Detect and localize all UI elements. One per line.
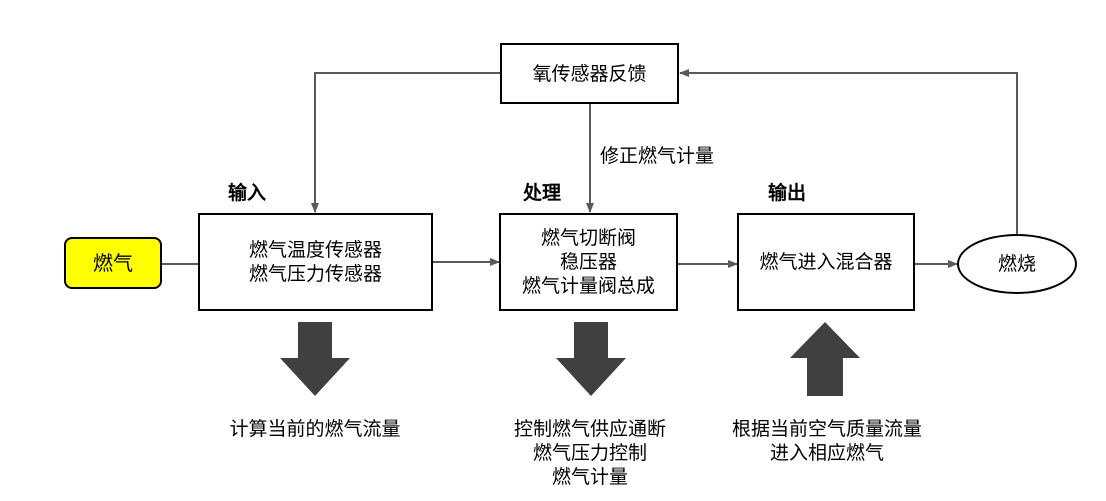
note-output-line-2: 进入相应燃气	[769, 442, 884, 464]
stage-title-output: 输出	[768, 182, 807, 204]
big-arrow-down-process	[556, 322, 626, 396]
input-sensors-box: 燃气温度传感器 燃气压力传感器	[198, 213, 433, 311]
gas-source-box: 燃气	[64, 237, 162, 289]
process-line-shutoff-valve: 燃气切断阀	[540, 227, 636, 249]
note-input: 计算当前的燃气流量	[205, 417, 425, 441]
note-process-line-2: 燃气压力控制	[532, 442, 647, 464]
input-line-temperature-sensor: 燃气温度传感器	[248, 239, 382, 261]
combustion-label: 燃烧	[997, 253, 1036, 275]
note-output: 根据当前空气质量流量 进入相应燃气	[712, 417, 942, 465]
output-mixer-box: 燃气进入混合器	[737, 213, 915, 311]
oxygen-sensor-feedback-box: 氧传感器反馈	[500, 43, 679, 104]
arrow-feedback-to-input	[311, 72, 500, 213]
note-input-line-1: 计算当前的燃气流量	[229, 418, 401, 440]
note-output-line-1: 根据当前空气质量流量	[731, 418, 922, 440]
note-process: 控制燃气供应通断 燃气压力控制 燃气计量	[495, 417, 685, 489]
stage-title-process: 处理	[523, 182, 562, 204]
feedback-label: 氧传感器反馈	[532, 62, 647, 85]
output-label: 燃气进入混合器	[759, 251, 893, 273]
arrow-combustion-to-feedback	[679, 69, 1018, 234]
correction-label: 修正燃气计量	[600, 145, 715, 167]
stage-title-input: 输入	[228, 182, 267, 204]
note-process-line-3: 燃气计量	[551, 466, 628, 488]
process-line-metering-valve: 燃气计量阀总成	[521, 275, 655, 297]
process-line-regulator: 稳压器	[559, 251, 617, 273]
processing-box: 燃气切断阀 稳压器 燃气计量阀总成	[499, 213, 678, 311]
combustion-ellipse: 燃烧	[957, 234, 1077, 294]
input-line-pressure-sensor: 燃气压力传感器	[248, 263, 382, 285]
gas-label: 燃气	[93, 251, 133, 275]
note-process-line-1: 控制燃气供应通断	[513, 418, 666, 440]
big-arrow-up-output	[790, 322, 860, 396]
big-arrow-down-input	[280, 322, 350, 396]
